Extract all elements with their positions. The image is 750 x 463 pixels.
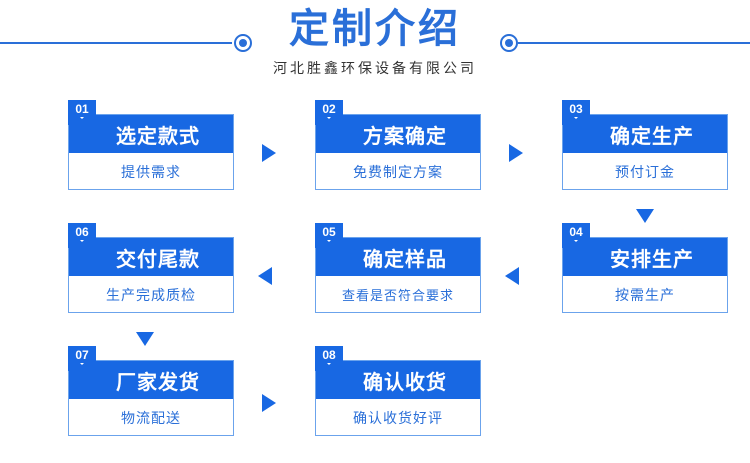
ring-dot-icon-right: [500, 34, 518, 52]
process-step-02: 02 方案确定 免费制定方案: [315, 100, 481, 192]
step-number-badge: 08: [315, 346, 343, 371]
step-title: 确认收货: [316, 361, 480, 399]
step-title: 方案确定: [316, 115, 480, 153]
step-number-badge: 03: [562, 100, 590, 125]
step-title: 确定生产: [563, 115, 727, 153]
step-description: 查看是否符合要求: [341, 288, 454, 303]
arrow-right-icon-07-08: [262, 394, 276, 412]
arrow-left-icon-05-06: [258, 267, 272, 285]
badge-notch: [315, 363, 343, 371]
step-box: 交付尾款 生产完成质检: [68, 237, 234, 313]
header-divider-line-right: [518, 42, 750, 44]
step-box: 确定生产 预付订金: [562, 114, 728, 190]
step-number-label: 02: [322, 102, 336, 116]
badge-notch: [562, 117, 590, 125]
step-box: 方案确定 免费制定方案: [315, 114, 481, 190]
step-title: 安排生产: [563, 238, 727, 276]
step-description: 预付订金: [615, 163, 675, 180]
step-box: 确认收货 确认收货好评: [315, 360, 481, 436]
arrow-down-icon-06-07: [136, 332, 154, 346]
process-step-08: 08 确认收货 确认收货好评: [315, 346, 481, 438]
step-description: 确认收货好评: [353, 409, 443, 426]
step-number-label: 03: [569, 102, 583, 116]
step-box: 安排生产 按需生产: [562, 237, 728, 313]
arrow-right-icon-01-02: [262, 144, 276, 162]
step-title: 确定样品: [316, 238, 480, 276]
arrow-left-icon-04-05: [505, 267, 519, 285]
badge-notch: [68, 117, 96, 125]
ring-dot-icon-left: [234, 34, 252, 52]
badge-notch: [68, 240, 96, 248]
process-step-06: 06 交付尾款 生产完成质检: [68, 223, 234, 315]
page-title: 定制介绍: [289, 7, 461, 51]
arrow-right-icon-02-03: [509, 144, 523, 162]
header-divider-line-left: [0, 42, 232, 44]
page-header: 定制介绍 河北胜鑫环保设备有限公司: [0, 0, 750, 92]
step-number-badge: 01: [68, 100, 96, 125]
arrow-down-icon-03-04: [636, 209, 654, 223]
process-row-1: 01 选定款式 提供需求 02 方案确定 免费制定方案: [0, 100, 750, 192]
process-step-03: 03 确定生产 预付订金: [562, 100, 728, 192]
step-description: 物流配送: [121, 409, 181, 426]
step-number-label: 07: [75, 348, 89, 362]
process-step-05: 05 确定样品 查看是否符合要求: [315, 223, 481, 315]
process-row-2: 06 交付尾款 生产完成质检 05 确定样品 查看是否符合要求: [0, 209, 750, 315]
step-number-badge: 04: [562, 223, 590, 248]
step-title: 选定款式: [69, 115, 233, 153]
step-description: 生产完成质检: [106, 286, 196, 303]
step-title: 交付尾款: [69, 238, 233, 276]
badge-notch: [315, 117, 343, 125]
step-description: 按需生产: [615, 286, 675, 303]
process-step-01: 01 选定款式 提供需求: [68, 100, 234, 192]
step-number-badge: 06: [68, 223, 96, 248]
step-number-label: 05: [322, 225, 336, 239]
badge-notch: [562, 240, 590, 248]
step-number-badge: 02: [315, 100, 343, 125]
process-flow: 01 选定款式 提供需求 02 方案确定 免费制定方案: [0, 96, 750, 463]
step-number-badge: 07: [68, 346, 96, 371]
step-number-label: 04: [569, 225, 583, 239]
process-step-07: 07 厂家发货 物流配送: [68, 346, 234, 438]
step-title: 厂家发货: [69, 361, 233, 399]
step-description: 提供需求: [121, 163, 181, 180]
step-box: 选定款式 提供需求: [68, 114, 234, 190]
badge-notch: [315, 240, 343, 248]
step-number-label: 08: [322, 348, 336, 362]
step-number-label: 01: [75, 102, 89, 116]
badge-notch: [68, 363, 96, 371]
step-number-label: 06: [75, 225, 89, 239]
process-step-04: 04 安排生产 按需生产: [562, 223, 728, 315]
step-box: 确定样品 查看是否符合要求: [315, 237, 481, 313]
step-box: 厂家发货 物流配送: [68, 360, 234, 436]
step-number-badge: 05: [315, 223, 343, 248]
process-row-3: 07 厂家发货 物流配送 08 确认收货 确认收货好评: [0, 332, 750, 438]
company-name-subtitle: 河北胜鑫环保设备有限公司: [273, 60, 477, 76]
step-description: 免费制定方案: [353, 163, 443, 180]
